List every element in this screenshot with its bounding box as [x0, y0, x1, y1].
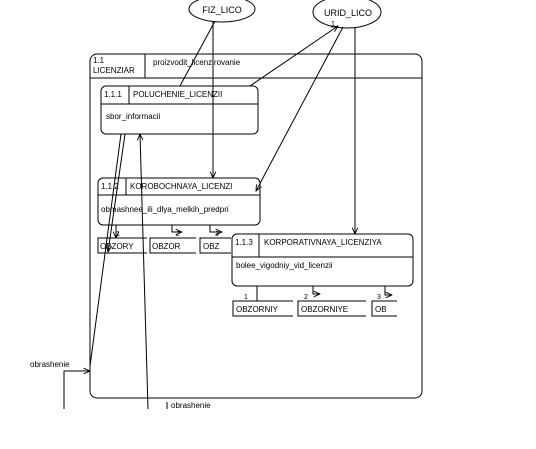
parent-process-id: 1.1 [93, 56, 105, 65]
process-1-1-3[interactable]: 1.1.3 KORPORATIVNAYA_LICENZIYA bolee_vig… [231, 233, 414, 287]
flow-obrashenie-left[interactable] [63, 371, 90, 409]
process-1-1-1-name: POLUCHENIE_LICENZII [133, 90, 222, 99]
store-obzorniy-label: OBZORNIY [236, 305, 278, 314]
process-1-1-1[interactable]: 1.1.1 POLUCHENIE_LICENZII sbor_informaci… [100, 85, 259, 135]
process-1-1-1-desc: sbor_informacii [106, 112, 160, 121]
process-1-1-2[interactable]: 1.1.2 KOROBOCHNAYA_LICENZI obmashnee_ili… [97, 177, 261, 226]
entity-fiz-lico-label: FIZ_LICO [202, 5, 242, 15]
process-1-1-3-id: 1.1.3 [235, 238, 253, 247]
flow-1-1-1-to-urid[interactable] [249, 26, 338, 87]
entity-urid-lico-label: URID_LICO [324, 8, 372, 18]
store-obzorniye-label: OBZORNIYE [301, 305, 348, 314]
parent-process-role: LICENZIAR [93, 66, 135, 75]
flow-urid-to-1-1-2[interactable] [256, 26, 344, 191]
store-ob[interactable]: 3 OB [371, 294, 397, 317]
flow-1-1-3-to-ob[interactable] [384, 286, 392, 295]
store-obzorniy[interactable]: 1 OBZORNIY [232, 294, 293, 317]
store-obzorniye-num: 2 [304, 294, 308, 301]
flow-1-1-1-to-left[interactable] [89, 133, 122, 367]
store-obzory-label: OBZORY [100, 242, 134, 251]
store-obzorniy-num: 1 [244, 294, 248, 301]
store-obz[interactable]: 3 OBZ [199, 231, 231, 254]
entity-fiz-lico[interactable]: FIZ_LICO [188, 0, 256, 23]
store-obzorniye[interactable]: 2 OBZORNIYE [297, 294, 366, 317]
flow-1-1-2-to-obzor[interactable] [171, 225, 182, 232]
store-ob-label: OB [375, 305, 387, 314]
flow-label-obrashenie-bottom: obrashenie [171, 401, 211, 410]
parent-process-title: proizvodit_licenzirovanie [153, 58, 241, 67]
parent-process-frame[interactable]: 1.1 LICENZIAR proizvodit_licenzirovanie [89, 53, 423, 399]
process-1-1-3-name: KORPORATIVNAYA_LICENZIYA [264, 238, 382, 247]
store-obzor-label: OBZOR [152, 242, 181, 251]
store-obz-label: OBZ [203, 242, 220, 251]
process-1-1-1-id: 1.1.1 [104, 90, 122, 99]
entity-urid-lico-marker: 1 [331, 21, 335, 28]
process-1-1-2-desc: obmashnee_ili_dlya_melkih_predpri [101, 205, 229, 214]
store-obzor[interactable]: 2 OBZOR [149, 231, 196, 254]
process-1-1-2-name: KOROBOCHNAYA_LICENZI [130, 182, 232, 191]
flow-label-obrashenie-left: obrashenie [30, 360, 70, 369]
process-1-1-3-desc: bolee_vigodniy_vid_licenzii [236, 261, 333, 270]
store-ob-num: 3 [377, 294, 381, 301]
flow-1-1-2-to-obz[interactable] [209, 225, 222, 232]
flow-1-1-3-to-obzorniye[interactable] [312, 286, 320, 294]
store-obzory-num: 1 [116, 231, 120, 238]
flow-lines [63, 20, 392, 410]
flow-fiz-to-1-1-1[interactable] [179, 20, 216, 87]
process-1-1-2-id: 1.1.2 [101, 182, 119, 191]
entity-urid-lico[interactable]: URID_LICO 1 [312, 0, 382, 29]
flow-bottom-to-1-1-1[interactable] [140, 134, 149, 410]
flow-1-1-1-to-1-1-2[interactable] [108, 133, 126, 252]
